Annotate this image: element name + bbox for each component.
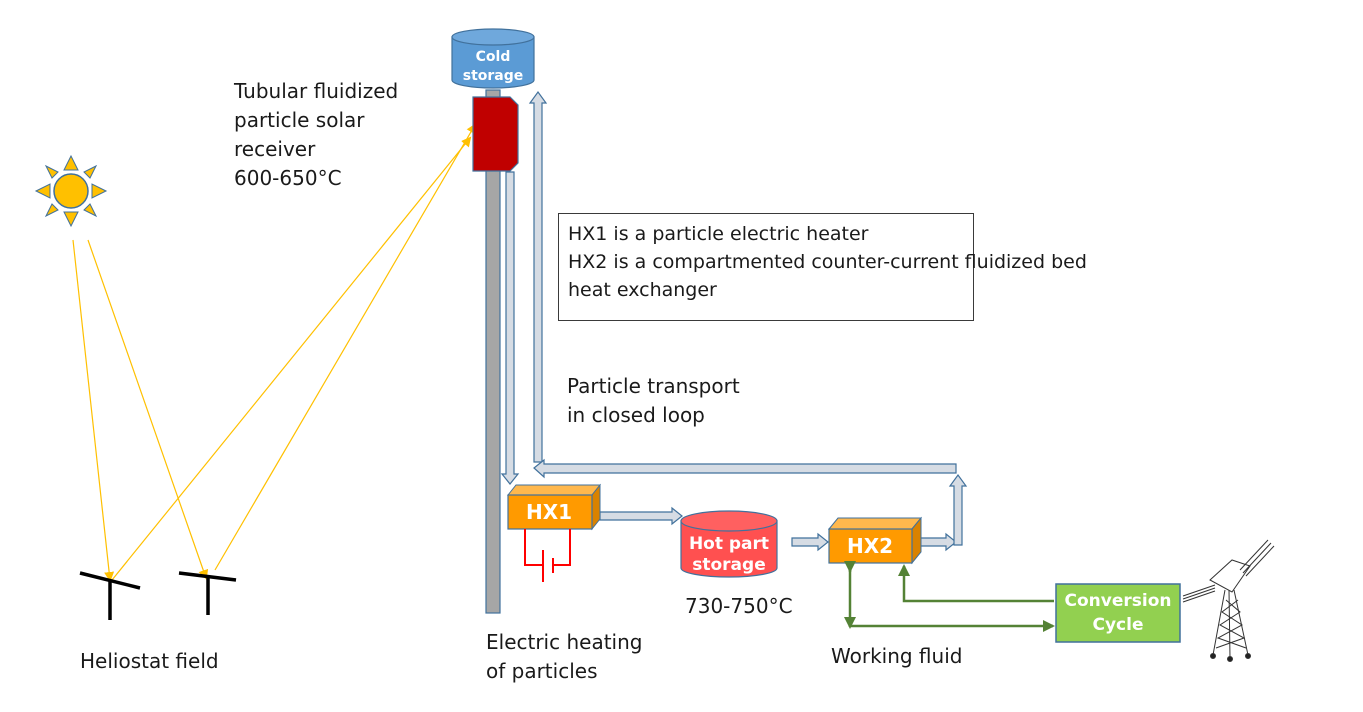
conversion-label-2: Cycle <box>1093 615 1144 635</box>
heliostat-field-label: Heliostat field <box>80 649 219 673</box>
ray-heliostat-2-to-receiver <box>214 123 477 571</box>
pipe-hx2-to-riser <box>919 532 957 552</box>
tower <box>485 89 501 614</box>
ray-heliostat-1-to-receiver <box>111 136 472 581</box>
cold-storage: Cold storage <box>451 28 535 89</box>
receiver-label-line-3: receiver <box>234 137 316 161</box>
hot-part-storage: Hot part storage <box>680 510 778 578</box>
pipe-hot-storage-to-hx2 <box>791 532 829 552</box>
hx2-exchanger: HX2 <box>827 516 923 565</box>
pipe-return-to-cold-storage <box>528 90 548 463</box>
ray-sun-to-heliostat-2 <box>87 239 209 580</box>
heliostat-icon <box>178 571 237 615</box>
hot-storage-temperature: 730-750°C <box>685 594 793 618</box>
hx1-heater: HX1 <box>506 483 602 531</box>
power-pylon-icon <box>1182 539 1275 662</box>
battery-symbol-icon <box>524 529 571 582</box>
note-line-hx1: HX1 is a particle electric heater <box>568 223 869 245</box>
electric-heating-label-line-2: of particles <box>486 659 597 683</box>
hot-storage-label-1: Hot part <box>689 534 769 554</box>
cold-storage-label-1: Cold <box>476 49 511 65</box>
hot-storage-label-2: storage <box>692 555 765 575</box>
pipe-riser <box>948 473 968 546</box>
receiver-label-line-2: particle solar <box>234 108 365 132</box>
pipe-hx1-to-hot-storage <box>599 506 683 526</box>
hx1-label: HX1 <box>526 500 572 524</box>
heliostat-icon <box>79 571 141 620</box>
receiver <box>472 96 519 172</box>
particle-pipes <box>500 90 968 552</box>
transport-label-line-2: in closed loop <box>567 403 705 427</box>
pipe-receiver-to-hx1 <box>500 171 520 485</box>
conversion-label-1: Conversion <box>1065 591 1172 611</box>
electric-heating-label-line-1: Electric heating <box>486 630 642 654</box>
working-fluid-lines <box>844 561 1055 632</box>
hx-description-note: HX1 is a particle electric heater HX2 is… <box>558 213 1087 321</box>
note-line-hx2-cont: heat exchanger <box>568 279 717 301</box>
hx2-label: HX2 <box>847 534 893 558</box>
receiver-label: Tubular fluidized particle solar receive… <box>233 79 398 190</box>
receiver-label-line-1: Tubular fluidized <box>233 79 398 103</box>
cold-storage-label-2: storage <box>463 68 524 84</box>
receiver-temperature: 600-650°C <box>234 166 342 190</box>
sun-rays <box>72 123 477 582</box>
note-line-hx2: HX2 is a compartmented counter-current f… <box>568 251 1087 273</box>
transport-label-line-1: Particle transport <box>567 374 740 398</box>
working-fluid-label: Working fluid <box>831 644 962 668</box>
pipe-return-horizontal <box>533 458 957 479</box>
line-conversion-to-hx2 <box>898 564 1054 603</box>
sun-icon <box>34 154 108 228</box>
ray-sun-to-heliostat-1 <box>72 239 115 582</box>
conversion-cycle: Conversion Cycle <box>1055 583 1181 643</box>
